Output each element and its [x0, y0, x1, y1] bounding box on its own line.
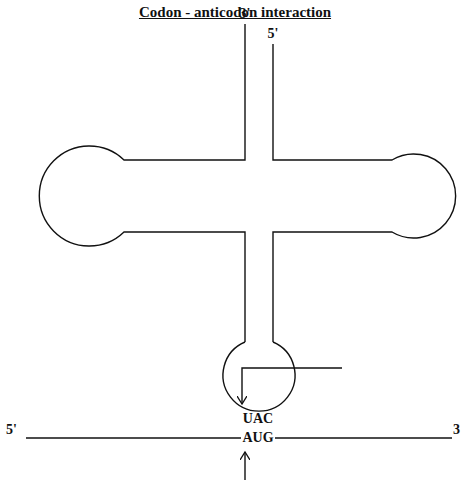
codon-label: AUG	[241, 431, 274, 445]
end-label: 3'	[240, 7, 251, 21]
end-label: 5'	[268, 27, 279, 41]
diagram-title: Codon - anticodon interaction	[139, 5, 331, 20]
anticodon-pointer	[242, 368, 342, 404]
end-label: 3	[453, 423, 460, 437]
trna-backbone-left	[39, 24, 245, 342]
anticodon-loop	[223, 342, 295, 411]
anticodon-label: UAC	[242, 412, 274, 426]
end-label: 5'	[6, 423, 17, 437]
codon-pointer	[244, 452, 245, 480]
mrna-strand	[26, 437, 452, 438]
trna-backbone-right	[273, 44, 456, 342]
